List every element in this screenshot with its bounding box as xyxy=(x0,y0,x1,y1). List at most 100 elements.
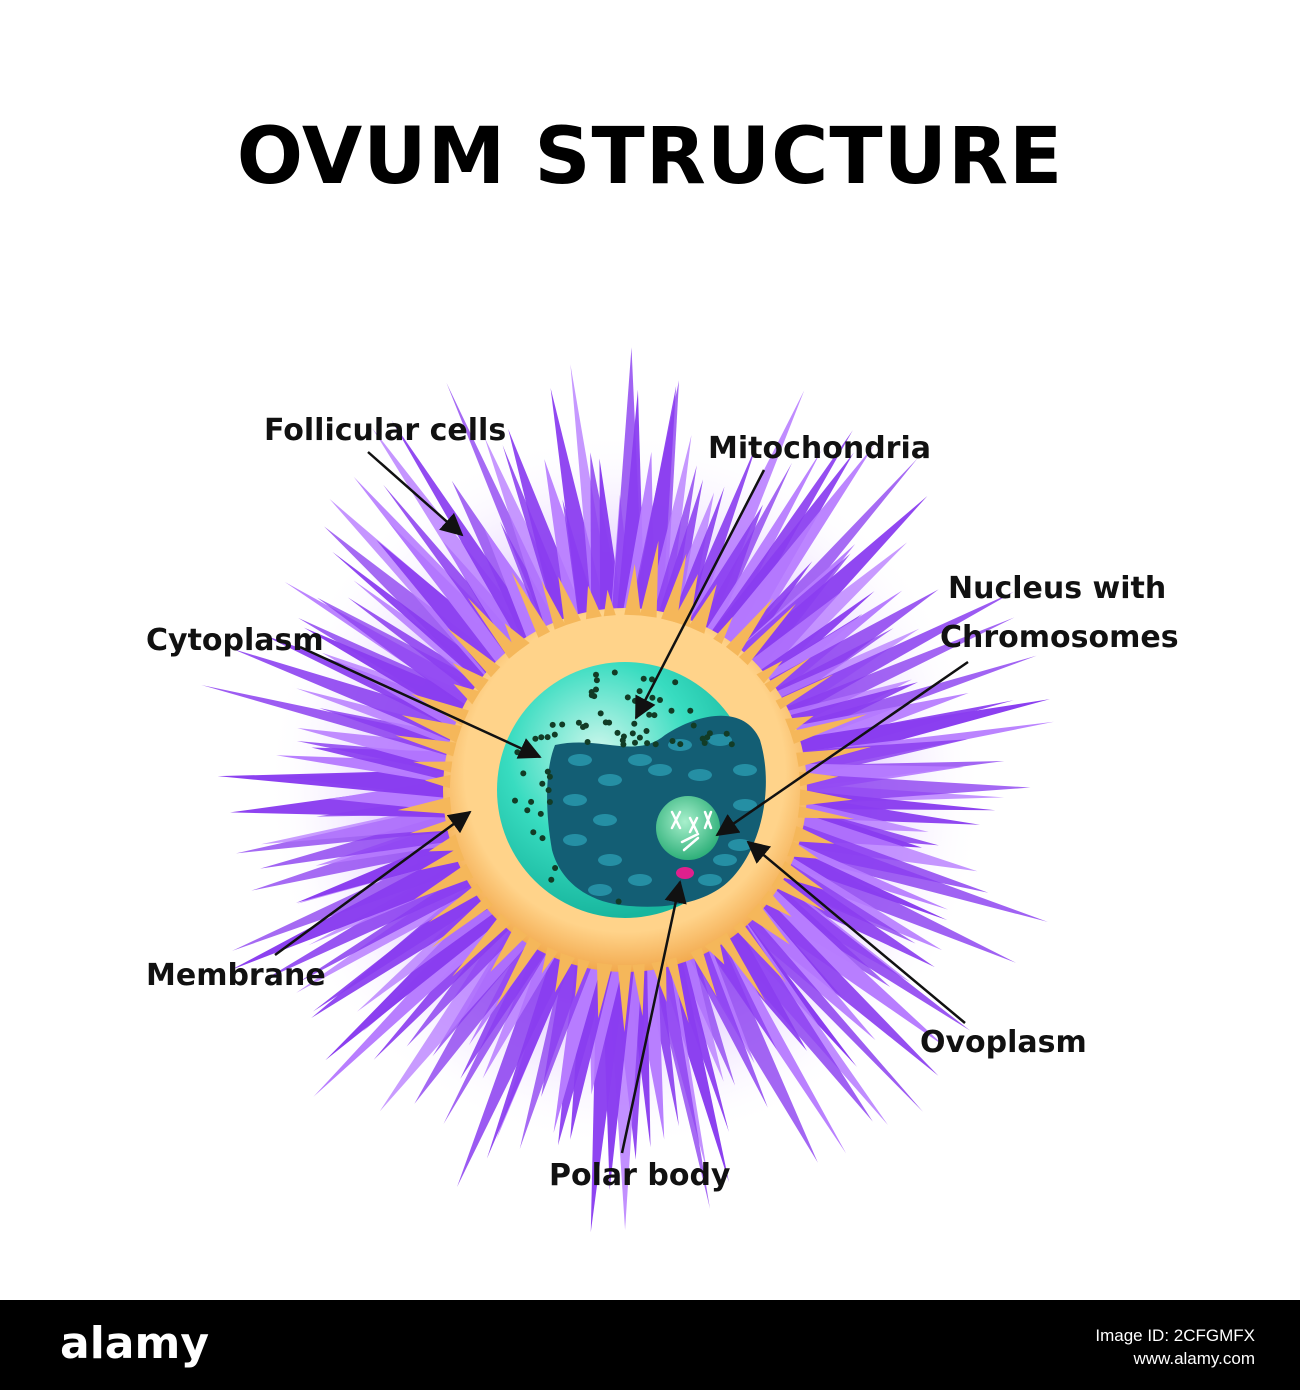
membrane-projection xyxy=(775,674,834,710)
mitochondrion-dot xyxy=(606,719,613,726)
follicular-spike xyxy=(653,479,704,633)
membrane-projection xyxy=(760,890,792,917)
polar-body-pointer xyxy=(620,880,687,1154)
membrane-projection xyxy=(558,576,581,626)
follicular-spike xyxy=(460,926,555,1079)
footer-meta: Image ID: 2CFGMFX www.alamy.com xyxy=(1095,1324,1255,1370)
ovoplasm-granule xyxy=(628,754,652,766)
ovoplasm-granule xyxy=(698,874,722,886)
pointer-lines xyxy=(274,451,969,1154)
mitochondrion-dot xyxy=(699,735,706,742)
membrane-projection xyxy=(541,580,566,630)
mitochondrion-dot xyxy=(723,730,730,737)
mitochondrion-dot xyxy=(615,898,622,905)
follicular-spike xyxy=(456,936,575,1188)
follicular-spike xyxy=(682,935,768,1108)
membrane-projection xyxy=(575,958,590,997)
ovoplasm-granule xyxy=(598,774,622,786)
follicular-pointer xyxy=(367,451,464,537)
membrane-projection xyxy=(756,660,783,684)
membrane-projection xyxy=(704,938,725,965)
membrane-projection xyxy=(688,584,717,634)
mitochondrion-dot xyxy=(548,876,555,883)
mitochondrion-dot xyxy=(575,719,582,726)
follicular-spike xyxy=(774,842,948,921)
membrane-projection xyxy=(428,883,483,923)
membrane-projection xyxy=(555,952,575,993)
follicular-spike xyxy=(649,465,697,632)
label-ovoplasm: Ovoplasm xyxy=(920,1025,1087,1060)
membrane-pointer xyxy=(274,810,472,957)
footer-bar: alamy Image ID: 2CFGMFX www.alamy.com xyxy=(0,1300,1300,1390)
membrane-projection xyxy=(639,540,659,618)
chromosomes xyxy=(670,810,713,852)
ovoplasm-granule xyxy=(648,764,672,776)
membrane-projection xyxy=(410,818,455,834)
membrane-projection xyxy=(777,861,824,890)
membrane-projection xyxy=(447,628,501,678)
label-cytoplasm: Cytoplasm xyxy=(146,623,324,658)
membrane-projection xyxy=(453,684,481,705)
mitochondrion-dot xyxy=(704,734,711,741)
mitochondrion-dot xyxy=(629,730,636,737)
follicular-spike xyxy=(541,945,597,1097)
membrane-projection xyxy=(395,735,457,757)
mitochondrion-dot xyxy=(549,721,556,728)
mitochondrion-dot xyxy=(551,731,558,738)
membrane-projection xyxy=(428,834,461,852)
mitochondrion-dot xyxy=(636,688,643,695)
follicular-spike xyxy=(776,837,949,910)
follicular-spike xyxy=(486,940,578,1159)
membrane-projection xyxy=(495,936,542,1008)
membrane-projection xyxy=(511,572,550,638)
membrane-projection xyxy=(452,913,512,977)
membrane-projection xyxy=(596,962,613,1019)
mitochondrion-dot xyxy=(657,697,663,703)
membrane-projection xyxy=(665,957,689,1024)
ovum-illustration: Follicular cells Mitochondria Nucleus wi… xyxy=(146,347,1179,1233)
mitochondrion-dot xyxy=(559,721,566,728)
nucleus-pointer xyxy=(715,660,969,837)
follicular-spike xyxy=(779,819,989,893)
mitochondrion-dot xyxy=(532,735,539,742)
membrane-projection xyxy=(738,603,797,666)
mitochondrion-dot xyxy=(528,798,535,805)
membrane-projection xyxy=(585,585,602,620)
ovoplasm-granule xyxy=(588,884,612,896)
membrane-projection xyxy=(617,964,632,1033)
mitochondrion-dot xyxy=(582,722,589,729)
membrane-projection xyxy=(746,903,790,945)
membrane-projection xyxy=(401,715,462,743)
ovoplasm-granule xyxy=(563,794,587,806)
mitochondrion-dot xyxy=(537,810,544,817)
ovoplasm-granule xyxy=(728,839,752,851)
follicular-spike xyxy=(353,476,529,675)
ovoplasm-granule xyxy=(563,834,587,846)
mitochondrion-dot xyxy=(514,749,521,756)
follicular-spike xyxy=(201,685,468,760)
follicular-spike xyxy=(770,844,1017,963)
label-nucleus-line2: Chromosomes xyxy=(940,620,1179,655)
label-follicular-cells: Follicular cells xyxy=(264,413,506,448)
mitochondrion-dot xyxy=(512,797,518,804)
membrane-projection xyxy=(603,589,616,617)
membrane-projection xyxy=(541,946,559,974)
mitochondrion-dot xyxy=(649,676,655,683)
mitochondrion-dot xyxy=(611,669,618,676)
ovoplasm-granule xyxy=(598,854,622,866)
membrane-projection xyxy=(490,925,528,972)
membrane-projection xyxy=(467,597,520,659)
mitochondrion-dot xyxy=(677,741,684,748)
follicular-spike xyxy=(730,904,923,1112)
follicular-spike xyxy=(680,390,805,645)
follicular-spike xyxy=(708,444,875,666)
mitochondrion-dot xyxy=(632,739,638,746)
mitochondrion-dot xyxy=(614,729,621,736)
ovoplasm-granule xyxy=(568,754,592,766)
follicular-spike xyxy=(760,858,935,968)
follicular-spike xyxy=(317,597,494,717)
membrane-projection xyxy=(792,825,835,844)
membrane-projection xyxy=(661,553,687,623)
mitochondrion-dot xyxy=(593,677,600,684)
